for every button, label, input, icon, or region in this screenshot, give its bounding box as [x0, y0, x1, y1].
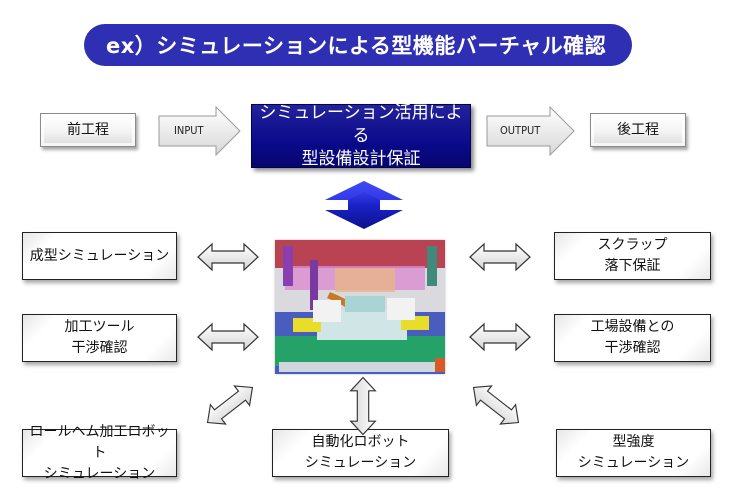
- factory-interference-line-1: 工場設備との: [590, 319, 675, 335]
- factory-interference-box: 工場設備との 干渉確認: [554, 314, 711, 362]
- center-line-1: シミュレーション活用による: [259, 102, 463, 146]
- center-line-2: 型設備設計保証: [301, 148, 421, 169]
- pre-process-label: 前工程: [67, 121, 109, 138]
- die-model-image: [275, 240, 445, 374]
- input-label: INPUT: [174, 124, 204, 137]
- automation-robot-box: 自動化ロボット シミュレーション: [272, 429, 449, 477]
- tool-interference-line-2: 干渉確認: [71, 340, 128, 356]
- left-arrow-2-icon: [197, 323, 259, 351]
- post-process-box: 後工程: [590, 113, 686, 147]
- right-arrow-2-icon: [469, 323, 531, 351]
- die-strength-box: 型強度 シミュレーション: [556, 429, 711, 477]
- output-label: OUTPUT: [500, 124, 541, 137]
- bottom-left-arrow-icon: [199, 377, 261, 433]
- output-arrow: [486, 106, 575, 156]
- center-design-box: シミュレーション活用による 型設備設計保証: [251, 102, 471, 169]
- post-process-label: 後工程: [617, 121, 659, 138]
- pre-process-box: 前工程: [40, 113, 136, 147]
- scrap-drop-line-2: 落下保証: [604, 258, 661, 274]
- roll-hem-robot-line-2: シミュレーション: [43, 465, 156, 482]
- molding-simulation-box: 成型シミュレーション: [22, 232, 177, 280]
- roll-hem-robot-line-1: ロールヘム加工ロボット: [29, 423, 170, 461]
- tool-interference-line-1: 加工ツール: [64, 319, 135, 335]
- scrap-drop-box: スクラップ 落下保証: [554, 232, 711, 280]
- roll-hem-robot-box: ロールヘム加工ロボット シミュレーション: [22, 424, 177, 482]
- title-banner: ex）シミュレーションによる型機能バーチャル確認: [84, 24, 632, 66]
- input-arrow: [158, 106, 241, 156]
- factory-interference-line-2: 干渉確認: [604, 340, 661, 356]
- automation-robot-line-2: シミュレーション: [304, 455, 417, 471]
- left-arrow-1-icon: [197, 243, 259, 271]
- scrap-drop-line-1: スクラップ: [597, 237, 668, 253]
- molding-simulation-label: 成型シミュレーション: [29, 247, 170, 264]
- up-down-arrow-icon: [325, 181, 403, 229]
- automation-robot-line-1: 自動化ロボット: [311, 434, 410, 450]
- right-arrow-1-icon: [469, 243, 531, 271]
- bottom-center-arrow-icon: [350, 376, 376, 436]
- bottom-right-arrow-icon: [465, 377, 527, 433]
- die-strength-line-1: 型強度: [612, 434, 655, 450]
- title-text: ex）シミュレーションによる型機能バーチャル確認: [106, 34, 607, 58]
- die-strength-line-2: シミュレーション: [577, 455, 690, 471]
- tool-interference-box: 加工ツール 干渉確認: [22, 314, 177, 362]
